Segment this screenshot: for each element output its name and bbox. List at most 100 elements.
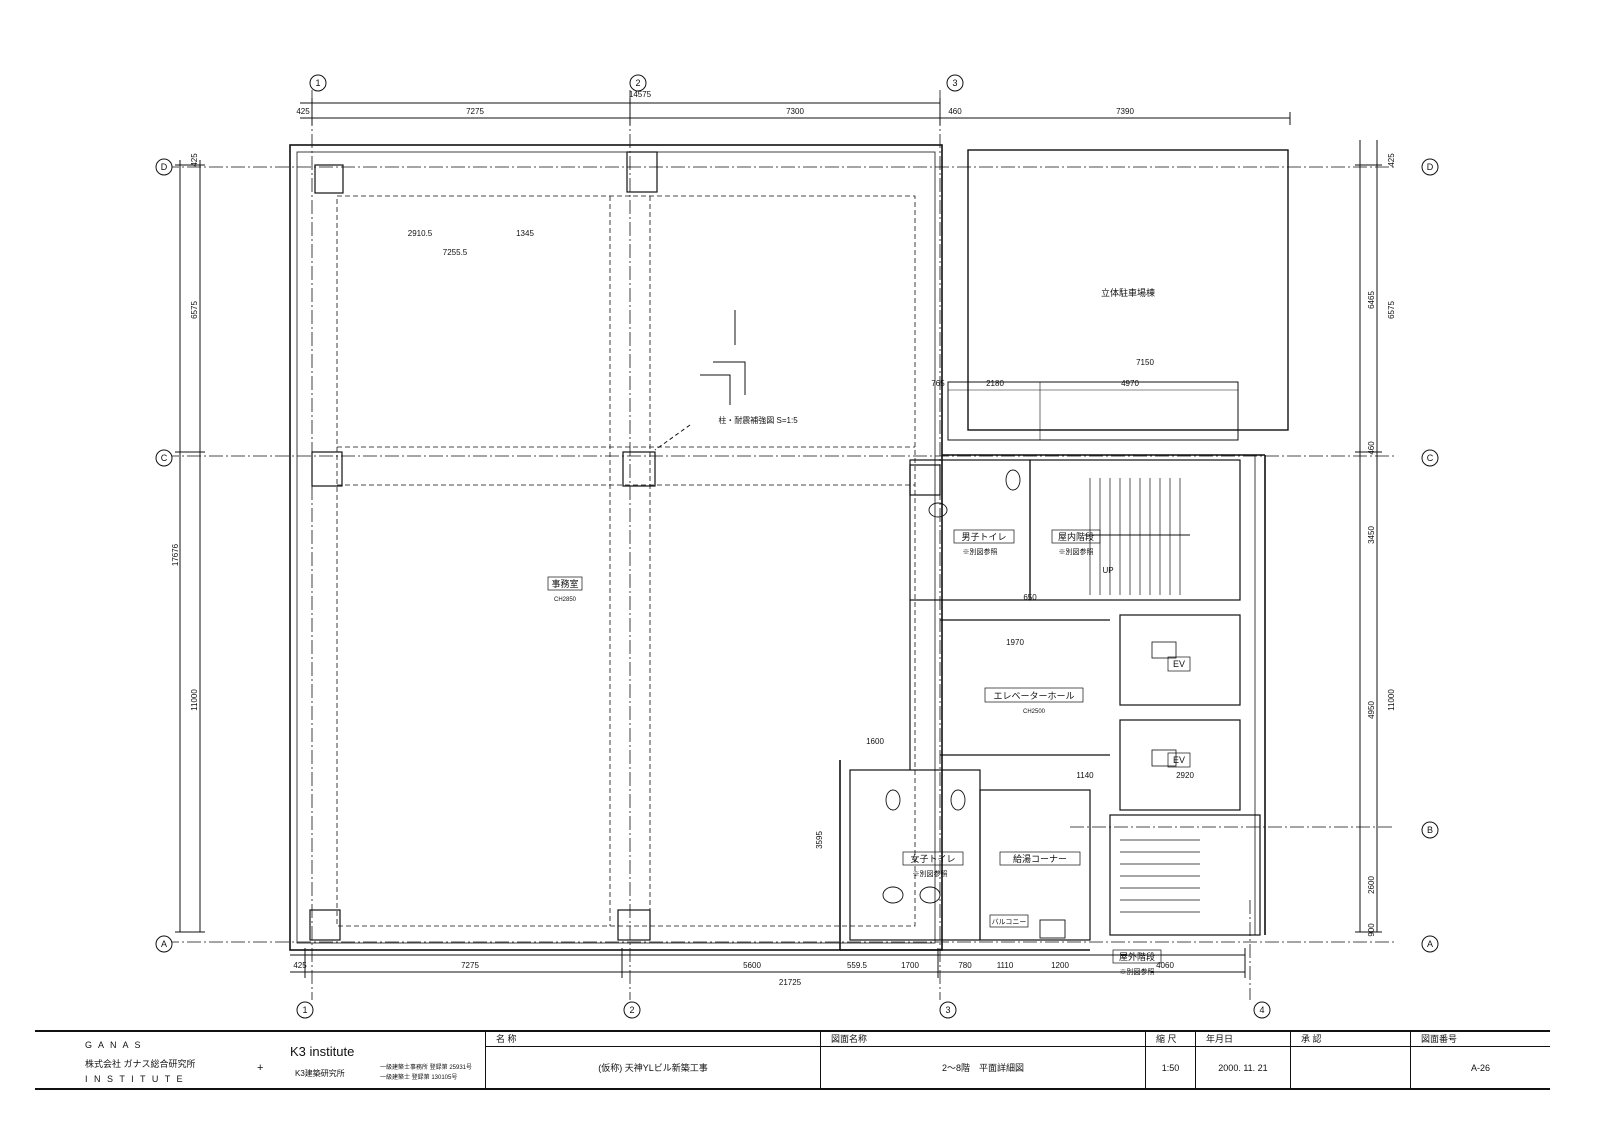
dim-misc-2: 1345 (516, 229, 534, 238)
name-header: 名 称 (486, 1032, 820, 1047)
scale-header: 縮 尺 (1146, 1032, 1195, 1047)
room-parking: 立体駐車場棟 (1101, 287, 1155, 298)
dim-bottom-seg-5: 780 (958, 961, 972, 970)
grid-label-row-a-right: A (1427, 939, 1433, 949)
dim-bottom-seg-1: 7275 (461, 961, 479, 970)
room-balcony: バルコニー (992, 918, 1027, 926)
columns (309, 151, 941, 941)
approval-header: 承 認 (1291, 1032, 1410, 1047)
plus-sign: + (257, 1062, 264, 1074)
grid-label-col-2-bottom: 2 (629, 1005, 634, 1015)
dim-bottom-total: 21725 (779, 978, 802, 987)
dim-bottom-seg-4: 1700 (901, 961, 919, 970)
room-men-toilet-note: ※別図参照 (963, 547, 998, 556)
dim-right-6575: 6575 (1387, 301, 1396, 319)
room-indoor-stair-note: ※別図参照 (1059, 547, 1094, 556)
grid-label-col-1-bottom: 1 (302, 1005, 307, 1015)
name-cell: 名 称 (仮称) 天神YLビル新築工事 (485, 1032, 820, 1088)
dim-parking-2: 2180 (986, 379, 1004, 388)
dim-misc-5: 1140 (1076, 771, 1094, 780)
dim-parking-1: 765 (931, 379, 945, 388)
grid-label-row-d-left: D (161, 162, 168, 172)
grid-label-col-3-bottom: 3 (945, 1005, 950, 1015)
detail-callout-label: 柱・耐震補強図 S=1:5 (718, 415, 798, 425)
approval-cell: 承 認 (1290, 1032, 1410, 1088)
dim-right-11000: 11000 (1387, 689, 1396, 711)
dim-right-inner-4: 2600 (1367, 876, 1376, 894)
grid-label-row-d-right: D (1427, 162, 1434, 172)
dim-bottom-seg-6: 1110 (997, 961, 1014, 970)
grid-label-row-c-right: C (1427, 453, 1434, 463)
grid-label-row-c-left: C (161, 453, 168, 463)
scale-cell: 縮 尺 1:50 (1145, 1032, 1195, 1088)
grid-label-col-2-top: 2 (635, 78, 640, 88)
dim-left-425: 425 (190, 153, 199, 167)
k3-reg1: 一級建築士事務所 登録第 25931号 (380, 1065, 473, 1071)
number-header: 図面番号 (1411, 1032, 1550, 1047)
dim-right-inner-3: 4950 (1367, 701, 1376, 719)
number-value: A-26 (1470, 1063, 1490, 1073)
dim-misc-0: 2910.5 (408, 229, 433, 238)
dim-misc-3: 3595 (815, 831, 824, 849)
k3-name: K3 institute (290, 1044, 355, 1059)
dim-misc-6: 1600 (866, 737, 884, 746)
grid-label-row-b-right: B (1427, 825, 1433, 835)
firm-info: G A N A S 株式会社 ガナス総合研究所 I N S T I T U T … (35, 1032, 520, 1088)
scale-value: 1:50 (1161, 1063, 1180, 1073)
floor-plan: 1 2 3 1 2 3 4 D C A D C B A 14575 425 72… (155, 74, 1439, 1019)
drawing-cell: 図面名称 2～8階 平面詳細図 (820, 1032, 1145, 1088)
grid-label-col-1-top: 1 (315, 78, 320, 88)
room-outdoor-stair-note: ※別図参照 (1120, 967, 1155, 976)
firm-letters: G A N A S (85, 1040, 143, 1050)
drawing-header: 図面名称 (821, 1032, 1145, 1047)
dim-bottom-seg-8: 4060 (1156, 961, 1174, 970)
date-header: 年月日 (1196, 1032, 1290, 1047)
dim-top-seg-4: 7390 (1116, 107, 1134, 116)
date-value: 2000. 11. 21 (1218, 1063, 1268, 1073)
room-office-ch: CH2850 (554, 597, 577, 603)
dim-right-425: 425 (1387, 153, 1396, 167)
grid-lines (165, 90, 1395, 1000)
room-women-toilet-note: ※別図参照 (913, 869, 948, 878)
grid-label-row-a-left: A (161, 939, 167, 949)
parking-structure (947, 149, 1289, 441)
dim-bottom-seg-2: 5600 (743, 961, 761, 970)
dim-right-inner-2: 3450 (1367, 526, 1376, 544)
dim-top-seg-0: 425 (296, 107, 310, 116)
dim-top-seg-2: 7300 (786, 107, 804, 116)
elevator-shafts (1151, 641, 1177, 767)
dim-bottom-seg-3: 559.5 (847, 961, 868, 970)
exterior-walls (289, 144, 1266, 951)
dim-right-inner-5: 900 (1367, 923, 1376, 937)
firm-sub: I N S T I T U T E (85, 1074, 185, 1084)
room-men-toilet: 男子トイレ (961, 532, 1006, 542)
room-office: 事務室 (551, 578, 578, 589)
room-elevator-hall-ch: CH2500 (1023, 709, 1046, 715)
number-cell: 図面番号 A-26 (1410, 1032, 1550, 1088)
room-ev-1: EV (1173, 659, 1185, 669)
dim-misc-1: 7255.5 (443, 248, 468, 257)
dim-parking-3: 4970 (1121, 379, 1139, 388)
dim-misc-4: 2920 (1176, 771, 1194, 780)
dim-left-6575: 6575 (190, 301, 199, 319)
dim-bottom-seg-0: 425 (293, 961, 307, 970)
room-elevator-hall: エレベーターホール (993, 691, 1074, 701)
room-indoor-stair: 屋内階段 (1058, 531, 1094, 542)
dim-top-seg-1: 7275 (466, 107, 484, 116)
beam-lines (336, 195, 916, 927)
dim-misc-8: 1970 (1006, 638, 1024, 647)
grid-label-col-4-bottom: 4 (1259, 1005, 1264, 1015)
dim-parking-0: 7150 (1136, 358, 1154, 367)
stair-treads (1085, 478, 1200, 913)
dim-top-total: 14575 (629, 90, 652, 99)
toilet-fixtures (882, 469, 1066, 939)
detail-sketch (654, 310, 746, 451)
stair-up-label: UP (1102, 566, 1113, 575)
title-block: G A N A S 株式会社 ガナス総合研究所 I N S T I T U T … (35, 1030, 1550, 1090)
date-cell: 年月日 2000. 11. 21 (1195, 1032, 1290, 1088)
dim-top-seg-3: 460 (948, 107, 962, 116)
dim-right-inner-0: 6465 (1367, 291, 1376, 309)
name-value: (仮称) 天神YLビル新築工事 (598, 1063, 708, 1073)
room-kitchenette: 給湯コーナー (1013, 853, 1067, 864)
grid-bubbles (155, 74, 1439, 1019)
